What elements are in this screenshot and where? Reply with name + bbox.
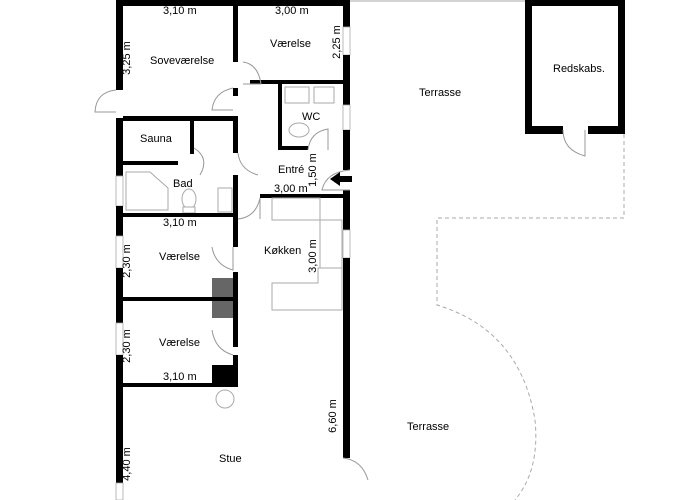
- vaerelse-low-door: [211, 329, 234, 356]
- shed: [525, 0, 625, 157]
- soveværelse-door: [211, 87, 234, 111]
- terrace-door: [342, 457, 369, 481]
- wc-basin: [313, 86, 335, 104]
- dim-stue-right-height: 6,60 m: [326, 399, 339, 433]
- kitchen-counter: [271, 197, 321, 221]
- sauna-door: [193, 147, 205, 176]
- window: [342, 104, 351, 131]
- room-vaerelse-mid: Værelse: [159, 251, 200, 263]
- bathtub: [125, 171, 169, 211]
- dim-vaer-top-width: 3,00 m: [275, 5, 309, 17]
- room-terrasse-bottom: Terrasse: [407, 421, 450, 433]
- wc-sink: [284, 86, 310, 104]
- toilet: [181, 188, 197, 210]
- dim-vaer-top-height: 2,25 m: [330, 25, 343, 59]
- dim-vaer-low-width: 3,10 m: [163, 371, 197, 383]
- room-terrasse-top: Terrasse: [419, 87, 462, 99]
- room-entre: Entré: [278, 164, 305, 176]
- window: [342, 26, 351, 56]
- dim-vaer-mid-height: 2,30 m: [120, 244, 133, 278]
- room-vaerelse-top: Værelse: [270, 38, 311, 50]
- wc-toilet: [288, 122, 310, 138]
- dim-sove-height: 3,25 m: [120, 41, 133, 75]
- front-door: [321, 169, 351, 191]
- room-sauna: Sauna: [140, 133, 172, 145]
- room-redskabs: Redskabs.: [553, 63, 605, 75]
- stove: [212, 365, 238, 385]
- vaerelse-door: [242, 61, 262, 85]
- window: [115, 175, 124, 207]
- sink: [217, 187, 233, 213]
- dim-entre-height: 1,50 m: [306, 153, 319, 187]
- dim-vaer-low-height: 2,30 m: [120, 329, 133, 363]
- vaerelse-mid-door: [211, 246, 234, 271]
- dim-sove-width: 3,10 m: [163, 5, 197, 17]
- kitchen-door: [237, 197, 261, 220]
- terrace-dashed-outline: [436, 134, 625, 500]
- shed-door: [562, 129, 586, 157]
- room-stue: Stue: [219, 453, 242, 465]
- window: [115, 482, 124, 500]
- wc-door: [307, 128, 329, 151]
- wall: [116, 0, 123, 90]
- room-vaerelse-low: Værelse: [159, 337, 200, 349]
- dim-stue-left-height: 4,40 m: [120, 447, 133, 481]
- room-wc: WC: [302, 111, 321, 123]
- dim-bad-width: 3,10 m: [163, 217, 197, 229]
- side-door: [94, 89, 117, 113]
- dim-entre-width: 3,00 m: [274, 183, 308, 195]
- kitchen-island: [271, 267, 343, 311]
- bad-door: [237, 152, 259, 176]
- room-bad: Bad: [173, 178, 193, 190]
- room-kokken: Køkken: [264, 245, 302, 257]
- wood-stove-icon: [215, 389, 235, 409]
- room-sovevaerelse: Soveværelse: [150, 55, 215, 67]
- kitchen-sink-counter: [319, 219, 343, 269]
- dim-kokken-height: 3,00 m: [306, 239, 319, 273]
- entry-arrow-icon: [330, 172, 352, 186]
- window: [342, 229, 351, 259]
